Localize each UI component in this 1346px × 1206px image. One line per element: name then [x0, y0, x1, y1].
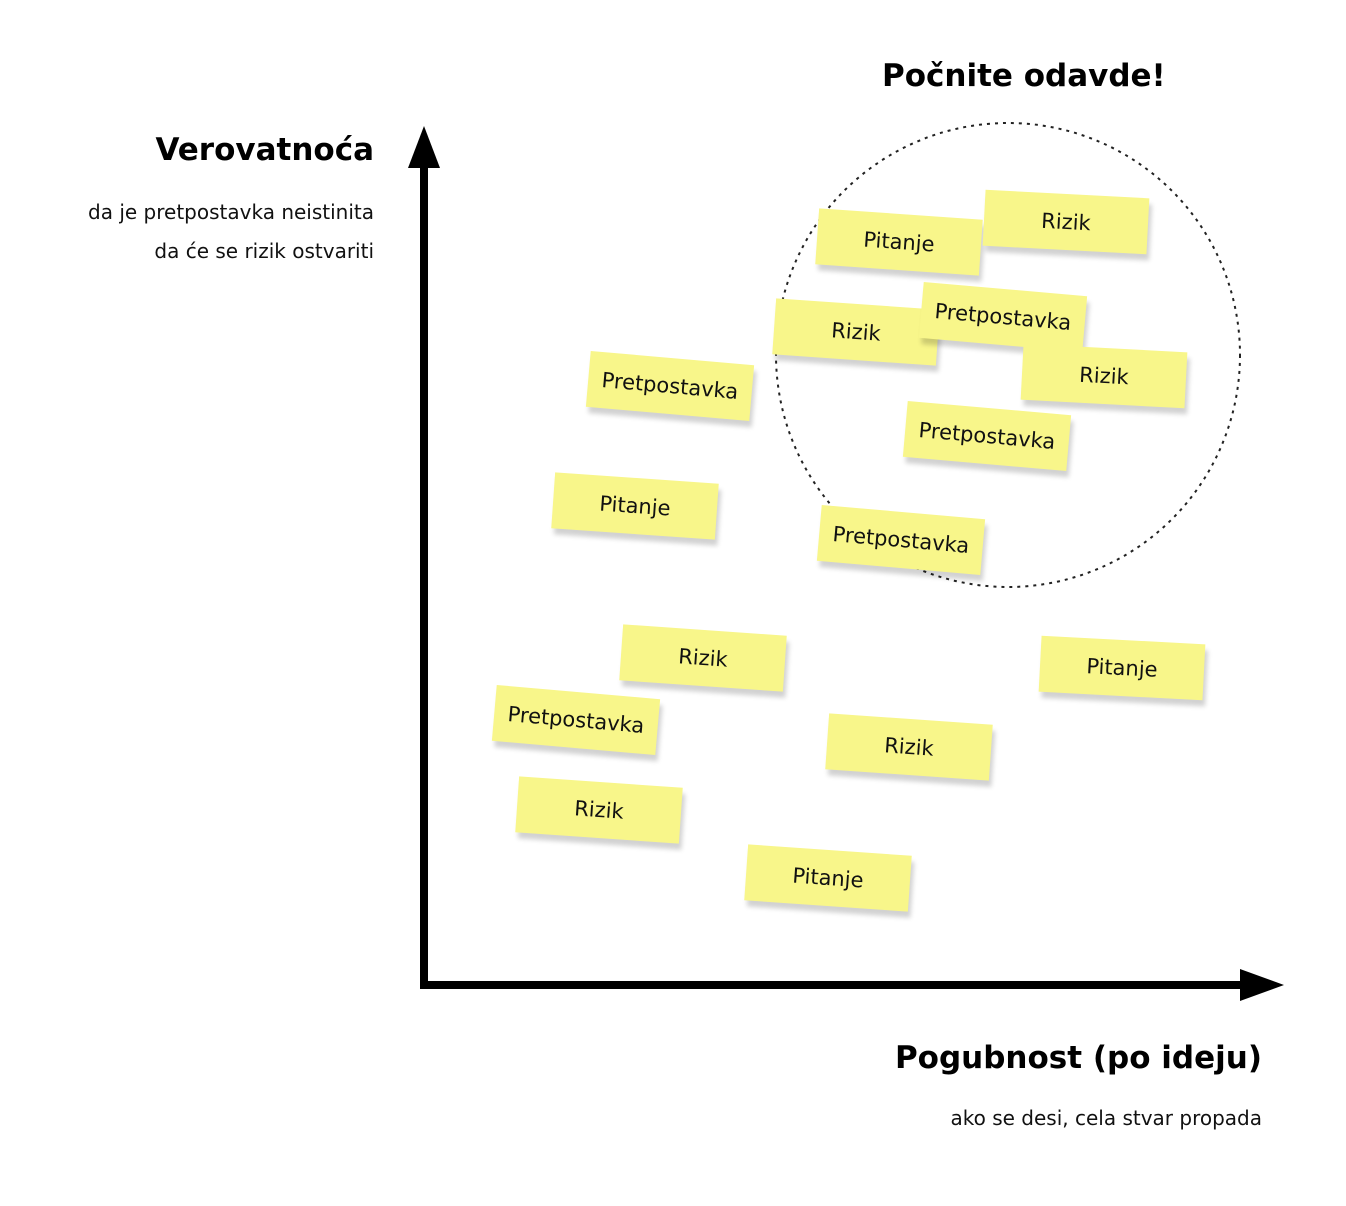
sticky-note-label: Rizik — [1040, 208, 1092, 236]
y-axis-subtitle-line-2: da će se rizik ostvariti — [154, 239, 374, 263]
x-axis-title: Pogubnost (po ideju) — [894, 1040, 1262, 1076]
sticky-note-label: Pretpostavka — [917, 418, 1057, 454]
focus-circle — [775, 122, 1241, 588]
sticky-note-label: Rizik — [883, 733, 935, 761]
focus-label: Počnite odavde! — [882, 58, 1166, 94]
sticky-note: Rizik — [825, 713, 993, 781]
sticky-note-label: Pitanje — [1085, 654, 1159, 682]
sticky-note: Rizik — [619, 624, 787, 692]
x-axis-arrow-icon — [1240, 969, 1284, 1001]
sticky-note: Rizik — [1020, 343, 1188, 409]
y-axis-title: Verovatnoća — [155, 132, 374, 168]
x-axis-subtitle: ako se desi, cela stvar propada — [950, 1106, 1262, 1130]
y-axis-arrow-icon — [408, 126, 440, 168]
sticky-note: Rizik — [515, 776, 683, 844]
sticky-note-label: Pretpostavka — [506, 702, 646, 738]
sticky-note-label: Rizik — [677, 644, 729, 672]
sticky-note: Rizik — [982, 189, 1150, 255]
y-axis-subtitle-line-1: da je pretpostavka neistinita — [88, 200, 374, 224]
sticky-note: Rizik — [772, 298, 940, 366]
sticky-note-label: Pretpostavka — [600, 368, 740, 404]
sticky-note: Pitanje — [744, 844, 912, 912]
sticky-note: Pitanje — [815, 208, 983, 276]
sticky-note: Pitanje — [551, 472, 719, 540]
sticky-note-label: Rizik — [573, 796, 625, 824]
sticky-note-label: Rizik — [830, 318, 882, 346]
sticky-note-label: Pretpostavka — [831, 522, 971, 558]
sticky-note-label: Pitanje — [598, 491, 672, 521]
sticky-note-label: Pitanje — [862, 227, 936, 257]
sticky-note-label: Pretpostavka — [933, 299, 1073, 335]
sticky-note-label: Rizik — [1078, 362, 1130, 390]
sticky-note: Pitanje — [1038, 635, 1206, 701]
sticky-note-label: Pitanje — [791, 863, 865, 893]
